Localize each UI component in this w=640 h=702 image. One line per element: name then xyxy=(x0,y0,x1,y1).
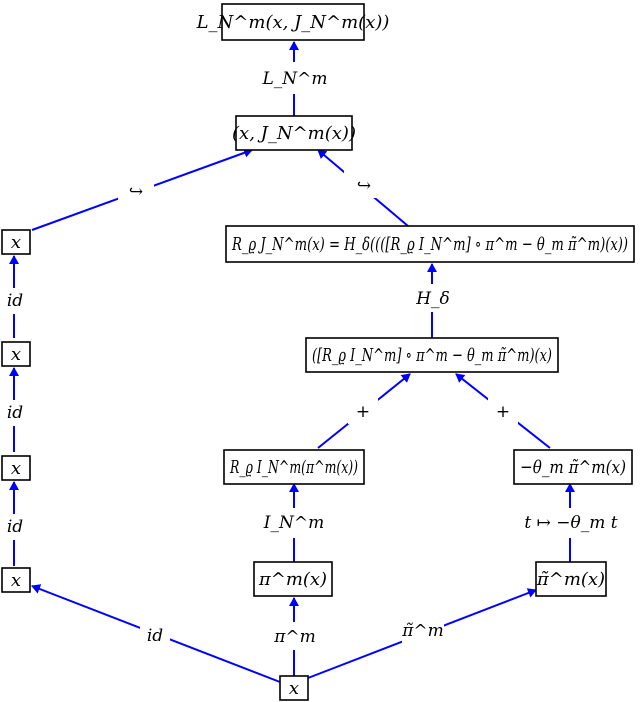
edge-label-pi: π^m xyxy=(273,627,316,647)
node-negtheta: −θ_m π̃^m(x) xyxy=(520,457,626,478)
node-x-bottom: x xyxy=(289,678,299,699)
node-x-left3: x xyxy=(11,458,21,479)
nodes: L_N^m(x, J_N^m(x)) (x, J_N^m(x)) R_ϱ J_N… xyxy=(1,3,635,701)
node-rhoI: R_ϱ I_N^m(π^m(x)) xyxy=(229,457,358,478)
node-box-negtheta xyxy=(513,449,633,485)
node-pair: (x, J_N^m(x)) xyxy=(232,123,356,144)
node-box-pair xyxy=(235,115,353,151)
edge-label-L: L_N^m xyxy=(261,69,327,89)
edge-label-hook-right: ↪ xyxy=(357,176,371,196)
edge-label-id-3: id xyxy=(7,517,23,537)
node-x-left2: x xyxy=(11,344,21,365)
node-box-pitilde xyxy=(535,561,607,597)
edge-label-hook-left: ↪ xyxy=(129,182,143,202)
edge-label-plus-left: + xyxy=(356,402,370,422)
node-box-x-left3 xyxy=(1,455,31,481)
node-pi: π^m(x) xyxy=(258,569,327,590)
node-rhoJ: R_ϱ J_N^m(x) = H_δ((([R_ϱ I_N^m] ∘ π^m −… xyxy=(231,234,628,255)
node-box-x-left1 xyxy=(1,229,31,255)
node-box-rhoI xyxy=(223,449,365,485)
node-x-left4: x xyxy=(11,570,21,591)
node-combo: ([R_ϱ I_N^m] ∘ π^m − θ_m π̃^m)(x) xyxy=(312,345,552,366)
edge-label-id-bottom: id xyxy=(147,626,163,646)
node-pitilde: π̃^m(x) xyxy=(536,569,605,590)
node-box-L xyxy=(221,3,365,41)
edge-label-id-2: id xyxy=(7,403,23,423)
edge-label-pitilde: π̃^m xyxy=(401,621,444,641)
node-L-top: L_N^m(x, J_N^m(x)) xyxy=(196,12,390,33)
node-box-x-left2 xyxy=(1,341,31,367)
node-box-x-bottom xyxy=(279,675,309,701)
edge-labels: L_N^m ↪ ↪ H_δ + + I_N^m t ↦ −θ_m t π^m π… xyxy=(2,62,622,650)
node-box-x-left4 xyxy=(1,567,31,593)
edge-label-plus-right: + xyxy=(496,402,510,422)
edge-label-id-1: id xyxy=(7,291,23,311)
edge-label-t: t ↦ −θ_m t xyxy=(524,513,617,533)
edge-label-I: I_N^m xyxy=(263,513,324,533)
node-x-left1: x xyxy=(11,232,21,253)
node-box-rhoJ xyxy=(225,225,635,263)
node-box-combo xyxy=(305,337,559,373)
node-box-pi xyxy=(253,561,333,597)
edge-label-H: H_δ xyxy=(415,289,450,309)
